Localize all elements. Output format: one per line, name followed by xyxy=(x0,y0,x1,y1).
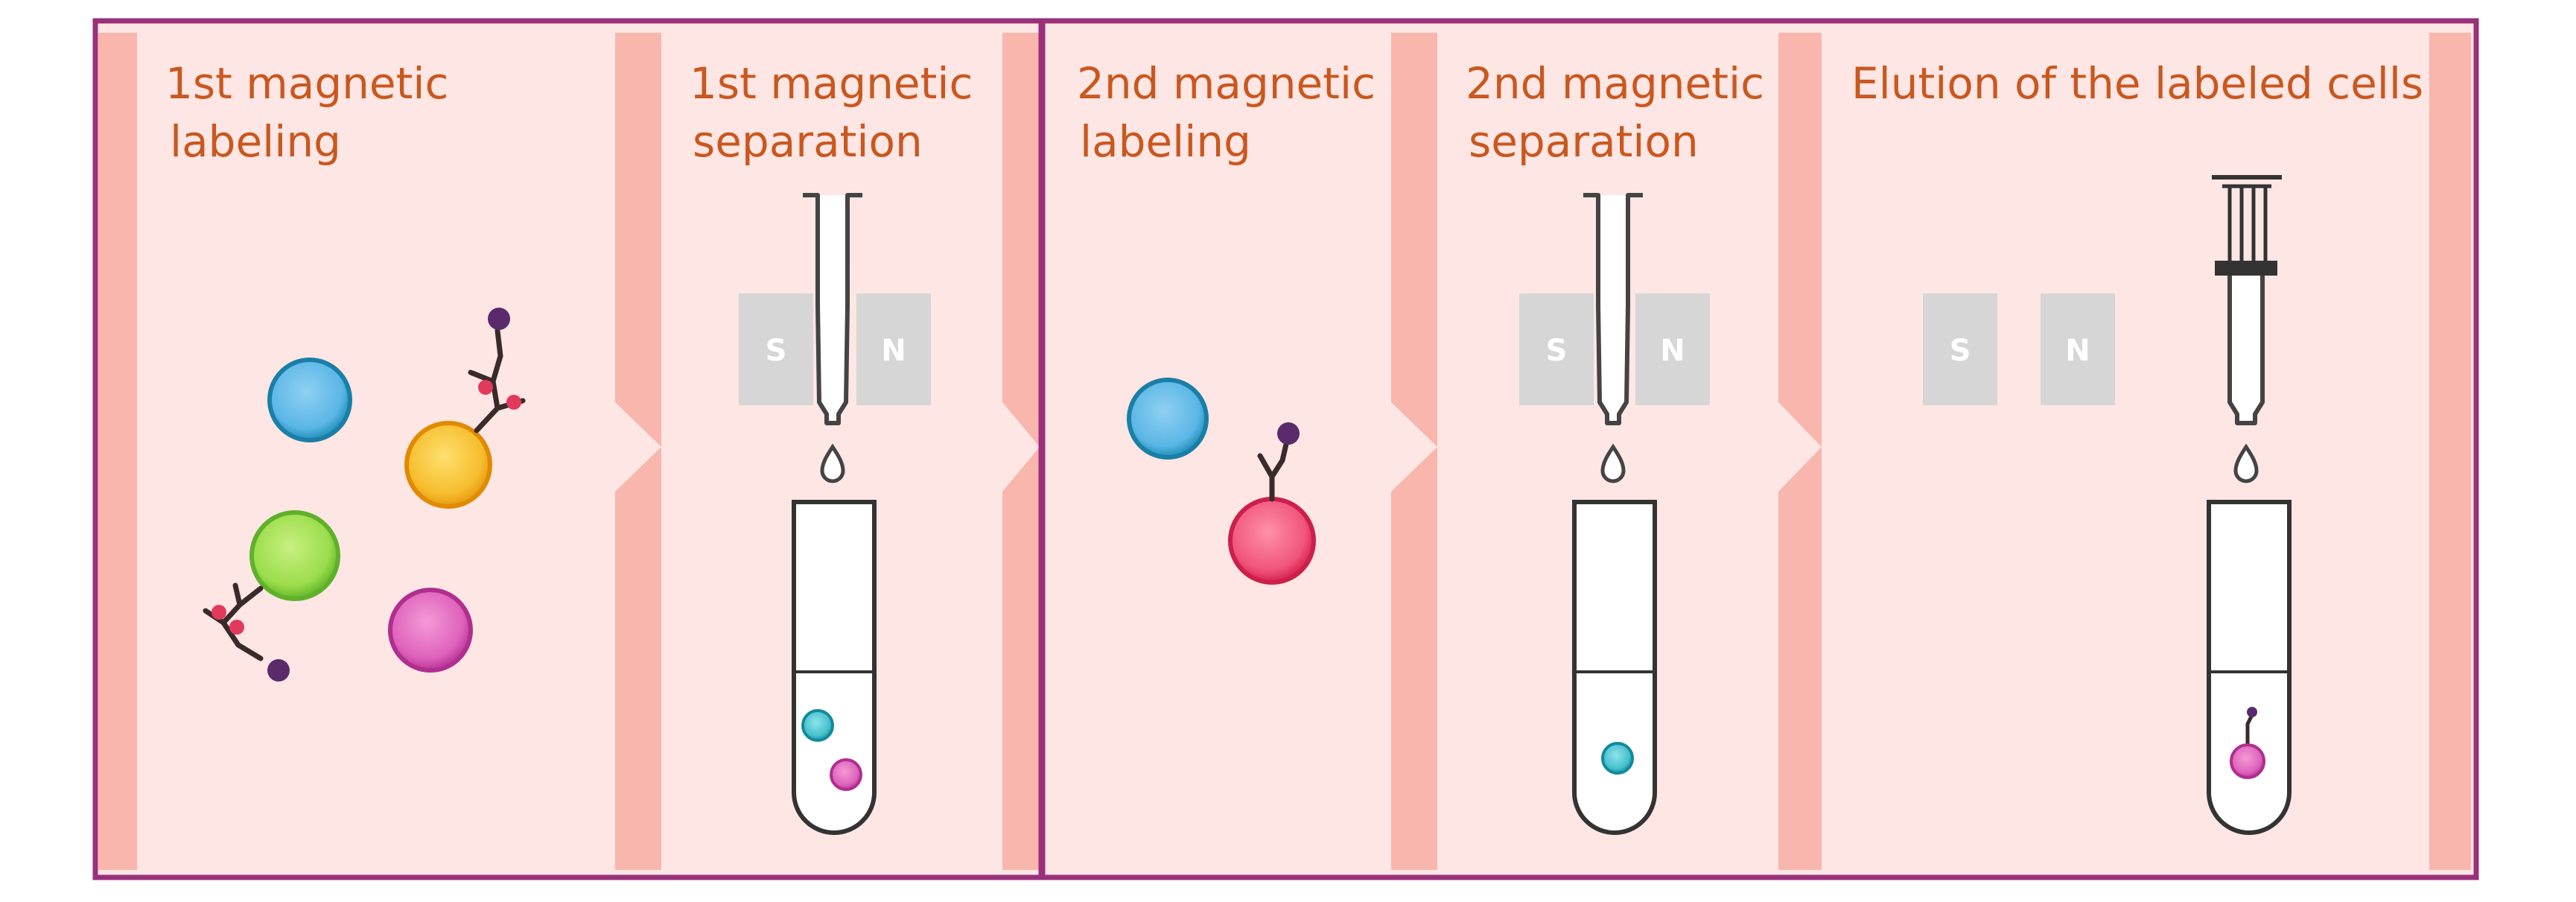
elution-setup: S N xyxy=(1923,175,2292,835)
cell-magenta xyxy=(830,758,862,791)
step-5-title: Elution of the labeled cells xyxy=(1851,58,2423,109)
magnetic-bead xyxy=(267,659,290,682)
drop-icon xyxy=(820,443,845,483)
magnet-north-label: N xyxy=(2065,334,2090,368)
label-tag xyxy=(478,380,493,395)
separation-setup-1: S N xyxy=(739,193,931,835)
magnetic-bead xyxy=(2247,707,2257,717)
step-3-title-line-1: 2nd magnetic xyxy=(1077,58,1376,109)
step-4-title-line-1: 2nd magnetic xyxy=(1466,58,1764,109)
cell-yellow xyxy=(404,421,492,509)
magnet-south xyxy=(739,293,813,405)
label-tag xyxy=(506,395,521,410)
magnet-north-label: N xyxy=(881,334,906,368)
cell-magenta-labeled xyxy=(2230,743,2265,779)
magnet-south-label: S xyxy=(766,334,787,368)
cell-yellow-labeled xyxy=(404,308,526,509)
cell-blue xyxy=(267,358,352,442)
left-edge-band xyxy=(98,33,137,870)
antibody xyxy=(2245,713,2254,747)
step-2-title-line-1: 1st magnetic xyxy=(690,58,973,109)
step-1-title: 1st magnetic labeling xyxy=(165,58,462,167)
collection-tube xyxy=(792,500,877,835)
chevron-divider-4 xyxy=(1778,33,1822,870)
step-1-title-line-1: 1st magnetic xyxy=(165,58,448,109)
magnet-south xyxy=(1923,293,1997,405)
collection-tube xyxy=(2207,500,2292,835)
step-4-title-line-2: separation xyxy=(1469,116,1699,167)
drop-icon xyxy=(1600,443,1626,483)
chevron-divider-1 xyxy=(615,33,661,870)
step-3-title: 2nd magnetic labeling xyxy=(1077,58,1389,167)
frame-right xyxy=(1040,18,2479,880)
separation-column xyxy=(1583,193,1643,425)
collection-tube xyxy=(1572,500,1657,835)
separation-column xyxy=(803,193,862,425)
magnet-north xyxy=(856,293,931,405)
label-tag xyxy=(229,620,244,635)
step-3-title-line-2: labeling xyxy=(1080,116,1251,167)
magnet-north xyxy=(2041,293,2115,405)
separation-column xyxy=(2227,276,2265,425)
right-edge-band xyxy=(2429,33,2471,870)
cell-blue xyxy=(1127,378,1209,460)
cell-teal xyxy=(1601,742,1634,775)
step-2-title: 1st magnetic separation xyxy=(690,58,987,167)
cell-red-labeled xyxy=(1228,422,1316,585)
step-1-title-line-2: labeling xyxy=(170,116,341,167)
antibody xyxy=(203,582,264,661)
cell-green xyxy=(249,510,340,601)
step-5-title-line-1: Elution of the labeled cells xyxy=(1851,58,2423,109)
cell-teal xyxy=(801,709,834,742)
cell-magenta xyxy=(388,588,473,673)
step-4-title: 2nd magnetic separation xyxy=(1466,58,1778,167)
chevron-divider-2 xyxy=(1002,33,1040,870)
magnet-south xyxy=(1519,293,1594,405)
panel-background-left xyxy=(95,21,1041,877)
magnet-north-label: N xyxy=(1660,334,1685,368)
magnet-south-label: S xyxy=(1546,334,1568,368)
drop-icon xyxy=(2233,443,2259,483)
plunger-icon xyxy=(2212,175,2282,276)
magnet-north xyxy=(1635,293,1710,405)
step-2-title-line-2: separation xyxy=(693,116,923,167)
chevron-divider-3 xyxy=(1391,33,1437,870)
magnetic-bead xyxy=(488,308,510,330)
cell-red xyxy=(1228,497,1316,585)
label-tag xyxy=(212,605,226,620)
magnetic-bead xyxy=(1277,422,1300,445)
separation-setup-2: S N xyxy=(1519,193,1710,835)
magnet-south-label: S xyxy=(1950,334,1971,368)
cell-green-labeled xyxy=(203,510,340,682)
